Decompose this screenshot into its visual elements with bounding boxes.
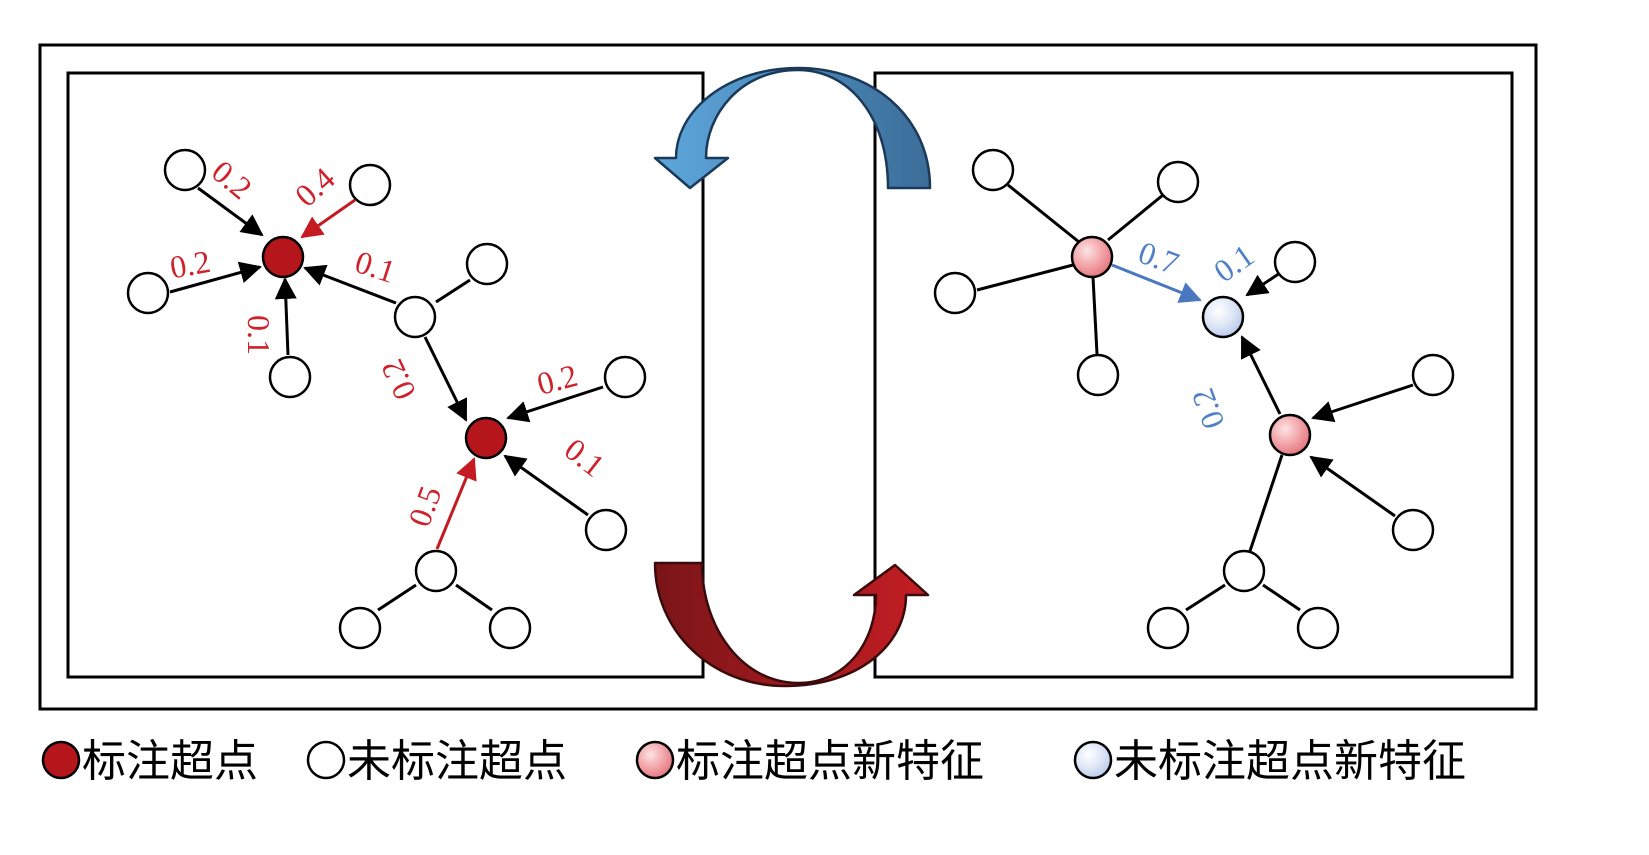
unlabeled-node (933, 271, 977, 315)
edge (1107, 193, 1164, 242)
legend-marker-unlabeled (306, 740, 346, 780)
unlabeled-node (1156, 160, 1200, 204)
edge (274, 277, 297, 356)
unlabeled-node (163, 148, 207, 192)
legend-label: 标注超点新特征 (676, 736, 984, 787)
left-graph-edges (169, 186, 604, 612)
unlabeled-node (603, 355, 647, 399)
edge (506, 385, 604, 423)
edge-weight-label: 0.5 (401, 481, 449, 531)
unlabeled-node (126, 271, 170, 315)
edge-weight-label: 0.7 (1134, 234, 1184, 282)
unlabeled-node (1146, 606, 1190, 650)
unlabeled-node (971, 148, 1015, 192)
unlabeled-node (488, 606, 532, 650)
edge-weight-label: 0.2 (373, 354, 423, 405)
edge (1240, 335, 1282, 415)
edge (1007, 183, 1080, 244)
right-graph-nodes (933, 148, 1455, 650)
right-edge-labels: 0.7 0.1 0.2 (1134, 234, 1261, 434)
legend-item-unlabeled: 未标注超点 (306, 736, 567, 787)
outer-frame (38, 43, 1538, 711)
unlabeled-node (1296, 606, 1340, 650)
legend-marker-unlabeled-new (1073, 740, 1113, 780)
edge (976, 263, 1074, 292)
unlabeled-new-feature-node (1201, 295, 1245, 339)
edge (435, 457, 477, 550)
unlabeled-node (584, 508, 628, 552)
legend-item-labeled: 标注超点 (41, 736, 258, 787)
update-arc-arrow-red (653, 561, 930, 688)
legend-label: 未标注超点 (347, 736, 567, 787)
unlabeled-node (393, 295, 437, 339)
edge (503, 454, 589, 517)
edge (197, 186, 264, 237)
edge (1309, 455, 1396, 518)
unlabeled-node (1391, 508, 1435, 552)
labeled-new-feature-node (1070, 235, 1114, 279)
unlabeled-node (338, 606, 382, 650)
edge (455, 583, 493, 612)
edge (303, 264, 397, 305)
legend-item-unlabeled-new: 未标注超点新特征 (1073, 736, 1466, 787)
edge (1248, 454, 1284, 552)
unlabeled-node (465, 242, 509, 286)
left-graph-nodes (126, 148, 647, 650)
edge-weight-label: 0.1 (558, 431, 612, 484)
edge-weight-label: 0.4 (288, 160, 342, 214)
unlabeled-node (268, 355, 312, 399)
edge (423, 336, 468, 422)
legend-marker-labeled (41, 740, 81, 780)
edge (1245, 271, 1281, 297)
labeled-node (261, 235, 305, 279)
edge-weight-label: 0.2 (1184, 384, 1232, 434)
edge (1111, 263, 1202, 303)
unlabeled-node (1076, 353, 1120, 397)
edge-weight-label: 0.2 (167, 243, 213, 285)
edge (169, 261, 262, 294)
labeled-node (464, 416, 508, 460)
edge (1185, 583, 1226, 612)
right-graph-edges (976, 183, 1414, 612)
edge-weight-label: 0.1 (351, 243, 400, 290)
edge (435, 278, 471, 304)
edge (1311, 383, 1414, 423)
edge-weight-label: 0.1 (241, 315, 277, 355)
legend-label: 标注超点 (82, 736, 258, 787)
left-panel (66, 71, 705, 679)
right-panel (873, 71, 1514, 679)
unlabeled-node (1222, 549, 1266, 593)
edge-weight-label: 0.1 (1207, 237, 1260, 289)
edge (300, 198, 356, 239)
unlabeled-node (1273, 240, 1317, 284)
legend-label: 未标注超点新特征 (1114, 736, 1466, 787)
edge (377, 583, 417, 612)
legend: 标注超点 未标注超点 标注超点新特征 未标注超点新特征 (41, 736, 1466, 787)
edge (1091, 276, 1099, 355)
edge (1262, 583, 1301, 612)
update-arc-arrow-blue (653, 66, 932, 190)
unlabeled-node (1411, 353, 1455, 397)
left-edge-labels: 0.2 0.4 0.2 0.1 0.1 0.2 0.2 0.1 0.5 (167, 153, 611, 531)
unlabeled-node (414, 549, 458, 593)
unlabeled-node (348, 163, 392, 207)
labeled-new-feature-node (1268, 413, 1312, 457)
legend-item-labeled-new: 标注超点新特征 (635, 736, 984, 787)
legend-marker-labeled-new (635, 740, 675, 780)
